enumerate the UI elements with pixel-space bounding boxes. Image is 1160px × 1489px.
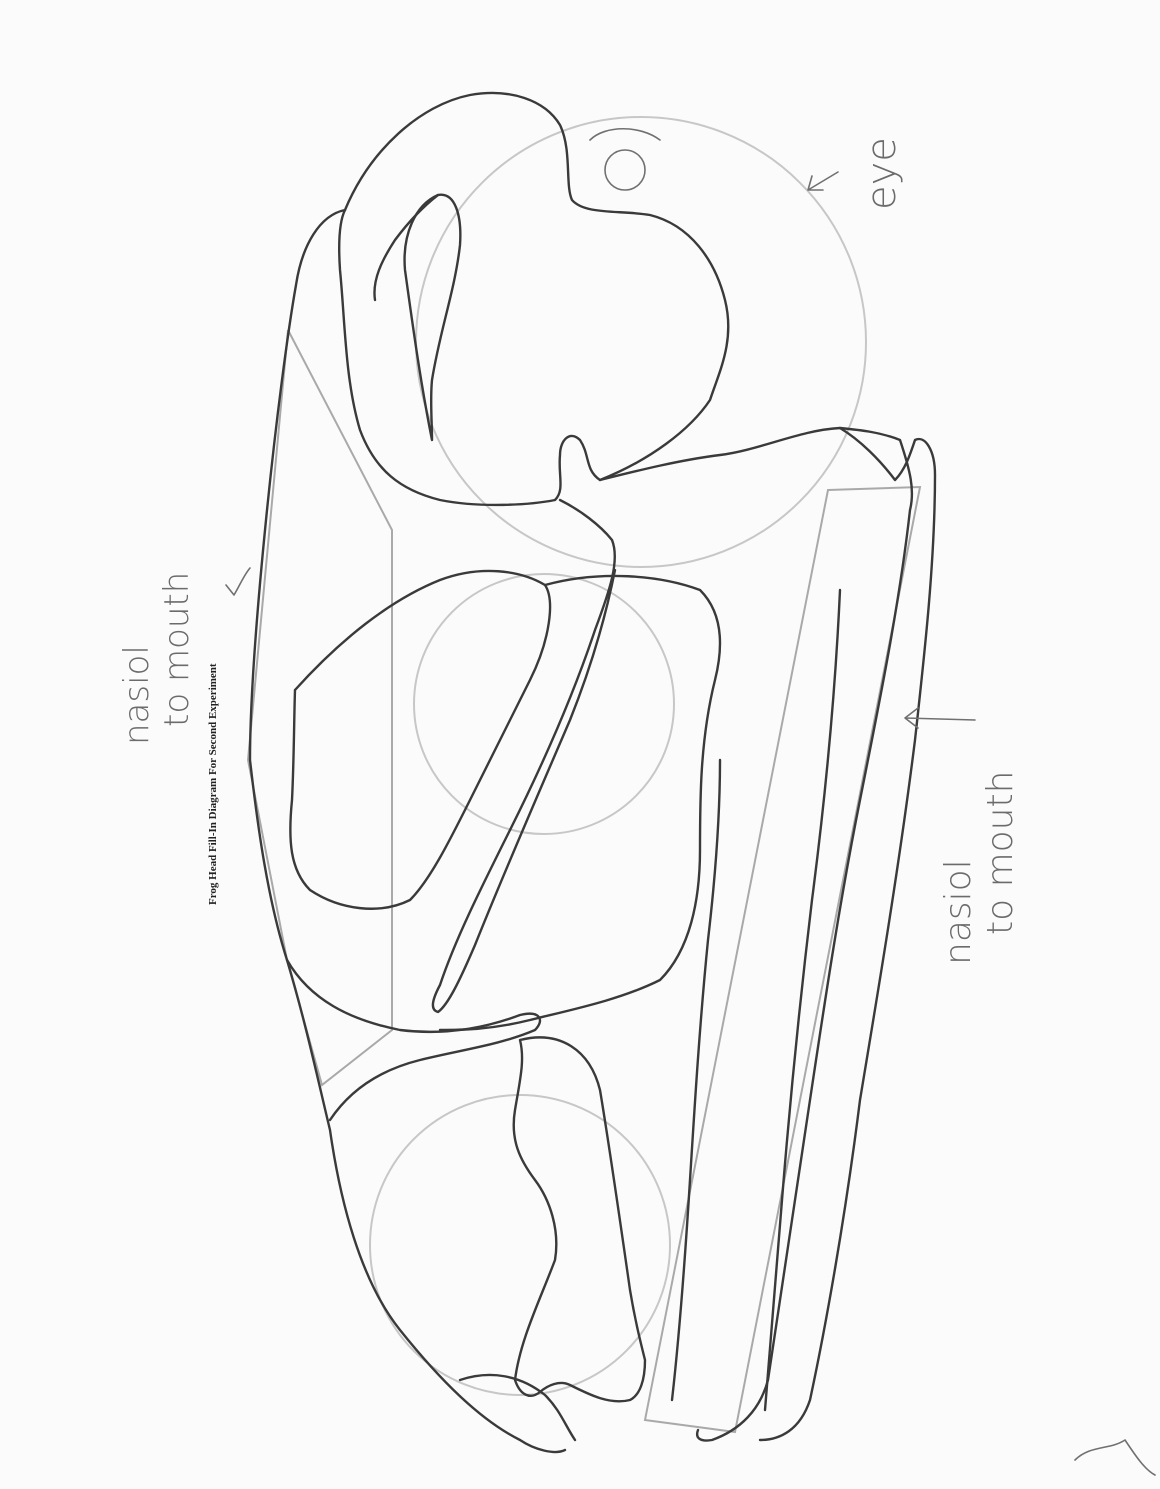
skull-top-outline (339, 93, 728, 505)
top-nasion-label-line2: to mouth (157, 572, 197, 727)
bottom-nasion-label-line1: nasiol (938, 859, 979, 965)
eye-mark-circle (605, 150, 645, 190)
top-nasion-label: nasiol to mouth (117, 572, 197, 745)
middle-guide-circle (414, 574, 674, 834)
eye-label-text: eye (859, 137, 905, 210)
top-label-arrow (226, 568, 250, 595)
eye-socket-outline (405, 195, 461, 440)
paper-scuff-mark (1075, 1440, 1155, 1475)
diagram-title: Frog Head Fill-In Diagram For Second Exp… (207, 663, 219, 905)
cheek-plate-outline (440, 576, 720, 1030)
mandible-outer-line (765, 590, 840, 1410)
eye-label: eye (859, 137, 905, 210)
top-nasion-label-line1: nasiol (117, 645, 157, 745)
bottom-nasion-label-line2: to mouth (980, 771, 1021, 935)
upper-jaw-outline (600, 428, 912, 1441)
eye-guide-circle (416, 117, 866, 567)
quadrate-outline (514, 1037, 645, 1401)
cranium-guide-outline (248, 330, 392, 1085)
eye-mark-arc (590, 129, 660, 140)
bottom-nasion-label: nasiol to mouth (938, 771, 1021, 965)
jaw-tip (760, 428, 935, 1440)
eye-arrow (808, 172, 838, 190)
